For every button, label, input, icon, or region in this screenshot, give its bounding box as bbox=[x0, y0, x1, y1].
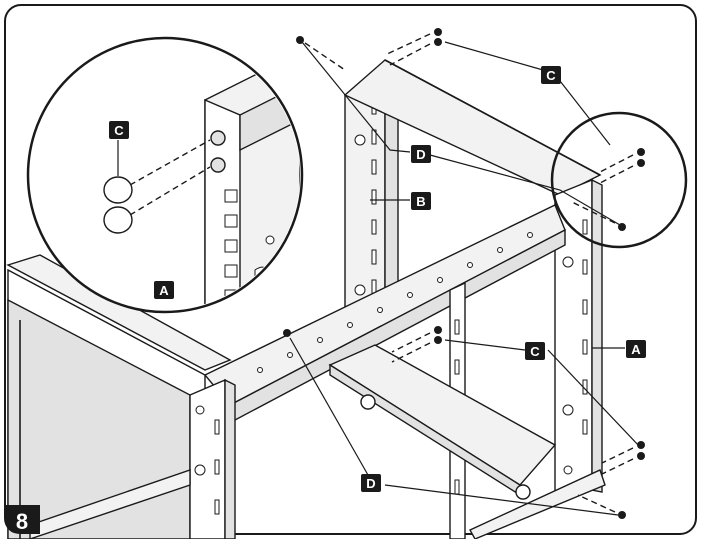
label-c-mid: C bbox=[525, 342, 545, 360]
zoom-nut-1 bbox=[103, 176, 133, 204]
left-post-slots bbox=[194, 405, 220, 515]
label-c-zoom-text: C bbox=[114, 123, 124, 138]
zoom-stud-2 bbox=[210, 157, 226, 173]
hardware bbox=[283, 28, 645, 519]
caster-left bbox=[360, 394, 376, 410]
nut-c-right-1 bbox=[637, 148, 645, 156]
rail-holes bbox=[257, 232, 533, 373]
zoom-stud-1 bbox=[210, 130, 226, 146]
label-a-zoom: A bbox=[154, 281, 174, 299]
step-number: 8 bbox=[16, 509, 28, 534]
caster-right bbox=[515, 484, 531, 500]
label-c-zoom: C bbox=[109, 121, 129, 139]
right-post-slots bbox=[562, 219, 588, 475]
nut-c-right-2 bbox=[637, 159, 645, 167]
detail-zoom-right bbox=[550, 111, 688, 249]
left-front-post-side bbox=[224, 378, 236, 539]
label-c-top-text: C bbox=[546, 68, 556, 83]
label-b: B bbox=[411, 192, 431, 210]
left-rack-side bbox=[7, 298, 191, 539]
screw-d-bottom bbox=[618, 511, 626, 519]
label-a-zoom-text: A bbox=[159, 283, 169, 298]
left-front-post bbox=[189, 378, 226, 539]
label-c-top: C bbox=[541, 66, 561, 84]
label-d-top-text: D bbox=[416, 147, 425, 162]
screw-d-mid bbox=[283, 329, 291, 337]
label-c-mid-text: C bbox=[530, 344, 540, 359]
label-d-bottom-text: D bbox=[366, 476, 375, 491]
left-rack-top bbox=[6, 254, 232, 371]
rack-frame bbox=[6, 59, 606, 539]
nut-c-mid-1 bbox=[434, 326, 442, 334]
nut-c-low-1 bbox=[637, 441, 645, 449]
nut-c-top-1 bbox=[434, 28, 442, 36]
nut-c-low-2 bbox=[637, 452, 645, 460]
left-bottom-rail bbox=[29, 469, 191, 539]
step-badge: 8 bbox=[5, 505, 40, 534]
zoom-nut-2 bbox=[103, 206, 133, 234]
label-b-text: B bbox=[416, 194, 425, 209]
nut-c-top-2 bbox=[434, 38, 442, 46]
label-d-bottom: D bbox=[361, 474, 381, 492]
label-d-top: D bbox=[411, 145, 431, 163]
nut-c-mid-2 bbox=[434, 336, 442, 344]
label-a-right-text: A bbox=[631, 342, 641, 357]
right-front-post-side bbox=[591, 178, 603, 493]
label-a-right: A bbox=[626, 340, 646, 358]
